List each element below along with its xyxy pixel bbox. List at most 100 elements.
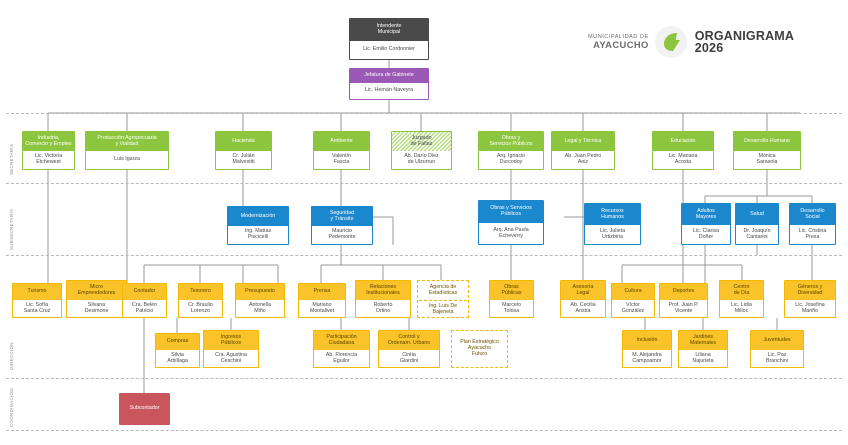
band-label-direccion: DIRECCIÓN bbox=[9, 342, 14, 370]
node-title: Jefatura de Gabinete bbox=[350, 69, 428, 83]
brand-header: MUNICIPALIDAD DE AYACUCHO ORGANIGRAMA 20… bbox=[588, 26, 794, 58]
band-separator-secretaria bbox=[6, 183, 842, 184]
band-label-secretaria: SECRETARÍA bbox=[9, 143, 14, 175]
band-separator-direccion bbox=[6, 378, 842, 379]
band-label-subsecretaria: SUBSECRETARÍA bbox=[9, 208, 14, 250]
node-coordinacion-subcontador[interactable]: Subcontador bbox=[119, 393, 170, 425]
ayacucho-leaf-logo-icon bbox=[654, 26, 687, 58]
node-title: Compras bbox=[156, 334, 199, 350]
node-person: Lic. Hernán Naveyra bbox=[350, 83, 428, 99]
node-person: Prof. Juan P.Vicente bbox=[660, 300, 707, 317]
node-title: Ambiente bbox=[314, 132, 369, 151]
node-title: Desarrollo Humano bbox=[734, 132, 800, 151]
node-direccion-deportes[interactable]: Deportes Prof. Juan P.Vicente bbox=[659, 283, 708, 318]
node-title: Deportes bbox=[660, 284, 707, 300]
organigrama-title: ORGANIGRAMA 2026 bbox=[694, 29, 794, 55]
brand-line-1: MUNICIPALIDAD DE bbox=[588, 33, 649, 40]
brand-line-2: AYACUCHO bbox=[593, 39, 649, 51]
node-title: Educación bbox=[653, 132, 713, 151]
node-secretaria-industria-comercio-empleo[interactable]: Industria,Comercio y Empleo Lic. Victori… bbox=[22, 131, 75, 170]
node-title: Salud bbox=[736, 204, 778, 225]
node-title: Hacienda bbox=[216, 132, 271, 151]
node-person: Lic. Emilio Cordonnier bbox=[350, 41, 428, 59]
organigrama-title-line2: 2026 bbox=[694, 41, 724, 55]
node-jefatura-de-gabinete[interactable]: Jefatura de Gabinete Lic. Hernán Naveyra bbox=[349, 68, 429, 100]
band-label-coordinacion: COORDINACIÓN bbox=[9, 388, 14, 427]
band-separator-bottom bbox=[6, 430, 842, 431]
